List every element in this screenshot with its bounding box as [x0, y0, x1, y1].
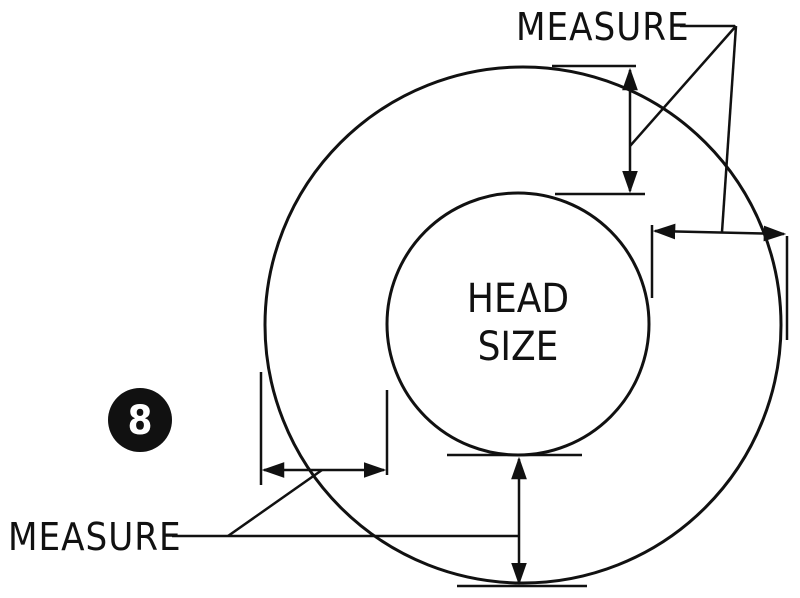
- head-label-line1: HEAD: [467, 276, 569, 322]
- leader-top-to-vertical: [629, 25, 737, 147]
- right-dimension-arrow: [652, 223, 787, 242]
- head-label-line2: SIZE: [478, 324, 559, 370]
- measure-label-top: MEASURE: [516, 5, 690, 49]
- leader-top-to-horizontal: [720, 25, 738, 233]
- step-badge: [108, 388, 172, 452]
- leader-bottom-to-left-dimension: [227, 468, 323, 538]
- measure-label-bottom: MEASURE: [8, 515, 182, 559]
- step-number: 8: [127, 398, 152, 444]
